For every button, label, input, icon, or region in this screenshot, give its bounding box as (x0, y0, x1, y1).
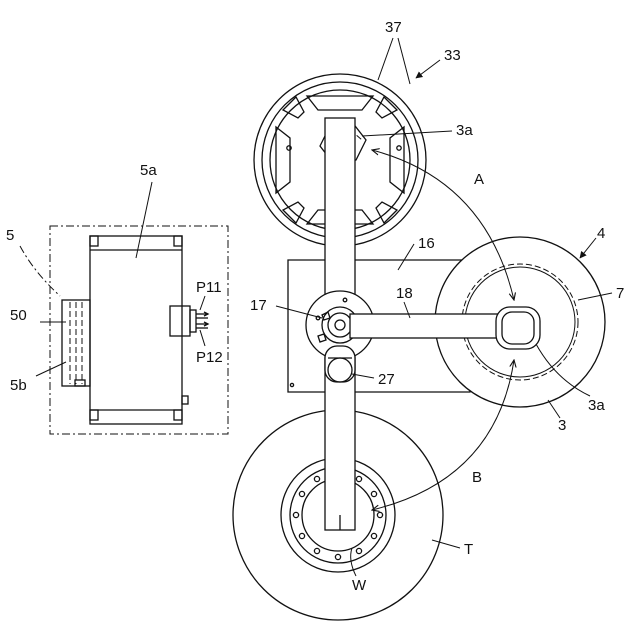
label-33: 33 (444, 47, 461, 64)
label-5a: 5a (140, 162, 157, 179)
label-3a-top: 3a (456, 122, 473, 139)
actuator-27 (325, 346, 355, 382)
label-T: T (464, 541, 473, 558)
label-3: 3 (558, 417, 566, 434)
leader-37a (378, 38, 393, 80)
label-P11: P11 (196, 279, 222, 296)
leader-16 (398, 244, 414, 270)
leader-P11 (200, 296, 205, 310)
leader-4 (580, 238, 596, 258)
label-50: 50 (10, 307, 27, 324)
leader-P12 (200, 330, 205, 346)
label-P12: P12 (196, 349, 223, 366)
leader-37b (398, 38, 410, 84)
leader-5a (136, 182, 152, 258)
label-W: W (352, 577, 367, 594)
label-B: B (472, 469, 482, 486)
unit-body (90, 236, 182, 424)
label-4: 4 (597, 225, 605, 242)
leader-5 (20, 246, 60, 296)
unit-5 (50, 226, 228, 434)
label-5b: 5b (10, 377, 27, 394)
label-3a-right: 3a (588, 397, 605, 414)
label-7: 7 (616, 285, 624, 302)
label-16: 16 (418, 235, 435, 252)
leader-33 (416, 60, 440, 78)
unit-boundary (50, 226, 228, 434)
label-17: 17 (250, 297, 267, 314)
connector-block (170, 306, 190, 336)
label-27: 27 (378, 371, 395, 388)
label-5: 5 (6, 227, 14, 244)
label-18: 18 (396, 285, 413, 302)
label-A: A (474, 171, 484, 188)
leader-3 (548, 400, 560, 418)
label-37: 37 (385, 19, 402, 36)
